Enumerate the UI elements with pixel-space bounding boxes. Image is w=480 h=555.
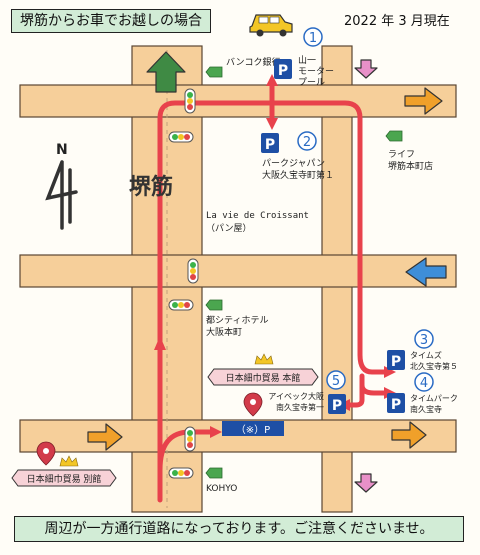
main-building: 日本細巾貿易 本館 (207, 353, 319, 417)
notice-banner: 周辺が一方通行道路になっております。ご注意くださいませ。 (14, 516, 464, 542)
svg-text:南久宝寺第一: 南久宝寺第一 (276, 402, 324, 412)
svg-text:日本細巾貿易 別館: 日本細巾貿易 別館 (27, 473, 102, 485)
area-label: 堺筋 (129, 174, 173, 200)
roads (19, 45, 457, 513)
parking-lot-marker (222, 421, 284, 436)
road-middle (19, 254, 457, 288)
lot-label: （※）P (236, 424, 270, 436)
svg-text:日本細巾貿易 本館: 日本細巾貿易 本館 (226, 372, 301, 384)
parking-3: 3 タイムズ 北久宝寺第５ (387, 329, 458, 371)
direction-arrows (87, 51, 447, 493)
svg-text:アイベック大阪: アイベック大阪 (268, 391, 324, 401)
crown-icon (59, 455, 79, 467)
svg-text:5: 5 (332, 374, 340, 389)
compass-icon (45, 160, 78, 230)
arrow-down-icon (354, 59, 378, 79)
parking-5: 5 アイベック大阪 南久宝寺第一 (268, 370, 346, 414)
svg-text:山一: 山一 (298, 55, 316, 66)
car-icon (249, 14, 293, 37)
svg-text:2: 2 (303, 135, 311, 150)
parking-4: 4 タイムパーク 南久宝寺 (387, 372, 458, 414)
landmark-life-2: 堺筋本町店 (388, 160, 433, 172)
arrow-left-icon (405, 257, 447, 287)
date-label: 2022 年 3 月現在 (344, 14, 450, 29)
landmark-miyako-1: 都シティホテル (206, 315, 268, 326)
svg-text:タイムパーク: タイムパーク (410, 394, 458, 403)
arrow-right-icon (87, 423, 123, 451)
north-indicator: N (45, 142, 78, 230)
svg-text:3: 3 (420, 333, 428, 348)
arrow-right-icon (391, 421, 427, 449)
landmark-croissant-2: （パン屋） (206, 223, 251, 234)
svg-text:北久宝寺第５: 北久宝寺第５ (410, 361, 458, 371)
arrow-right-icon (404, 87, 443, 115)
svg-text:南久宝寺: 南久宝寺 (410, 404, 442, 414)
svg-text:モーター: モーター (298, 66, 334, 77)
svg-text:タイムズ: タイムズ (410, 350, 442, 360)
arrow-up-icon (146, 51, 186, 93)
svg-text:4: 4 (420, 376, 428, 391)
arrow-down-icon (354, 473, 378, 493)
north-label: N (56, 142, 68, 158)
landmark-kohyo: KOHYO (206, 484, 237, 494)
landmark-croissant-1: La vie de Croissant (206, 211, 309, 221)
svg-text:1: 1 (309, 31, 317, 46)
svg-text:パークジャパン: パークジャパン (262, 158, 325, 169)
landmark-life-1: ライフ (388, 149, 415, 160)
parking-2: 2 パークジャパン 大阪久宝寺町第１ (261, 131, 334, 181)
parking-1: 1 山一 モーター プール (274, 27, 334, 88)
crown-icon (254, 353, 274, 365)
landmark-miyako-2: 大阪本町 (206, 326, 242, 338)
page-title: 堺筋からお車でお越しの場合 (11, 9, 211, 33)
svg-text:大阪久宝寺町第１: 大阪久宝寺町第１ (262, 169, 334, 181)
svg-text:プール: プール (298, 77, 325, 88)
landmark-bangkok-bank: バンコク銀行 (226, 56, 280, 68)
annex-building: 日本細巾貿易 別館 (11, 441, 117, 487)
